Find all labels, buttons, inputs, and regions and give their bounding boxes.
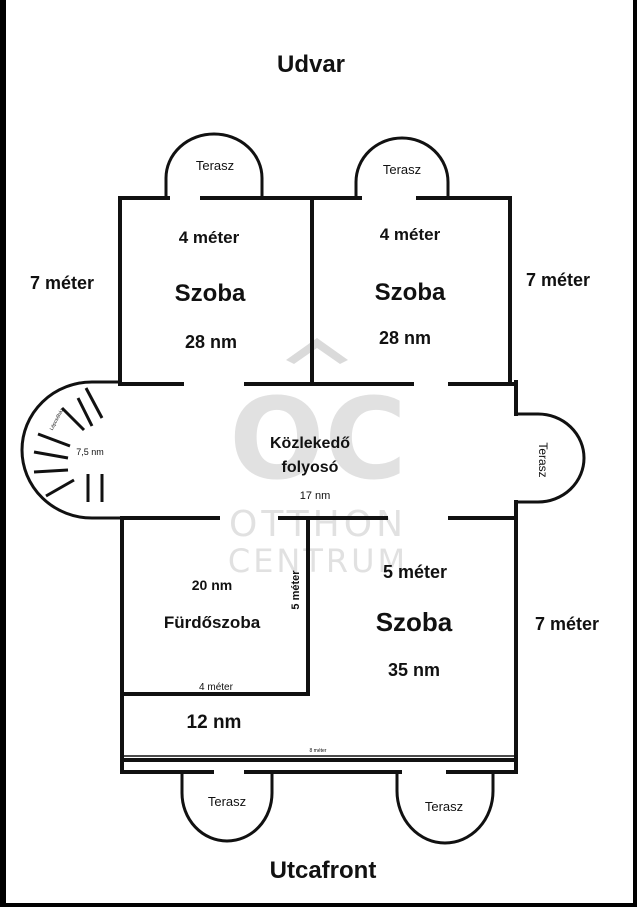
terrace-bottom-right [395,773,495,845]
orientation-bottom-label: Utcafront [270,857,377,884]
room-1-width: 4 méter [179,228,240,247]
terrace-right-label: Terasz [536,442,550,477]
terrace-bottom-left [180,773,274,843]
terrace-top-left [164,132,264,198]
room-3-area: 35 nm [388,660,440,680]
stair-area: 7,5 nm [76,447,104,457]
terraces [20,132,586,845]
terrace-top-left-label: Terasz [196,158,234,173]
room-1-area: 28 nm [185,332,237,352]
bottom-width: 8 méter [310,748,327,754]
watermark-logo-text: OC [229,375,406,505]
terrace-top-right-label: Terasz [383,162,421,177]
terrace-bottom-right-label: Terasz [425,799,463,814]
orientation-top-label: Udvar [277,51,345,78]
right-top-height-label: 7 méter [526,270,590,290]
bath-width: 4 méter [199,682,234,693]
terrace-top-right [354,136,450,198]
watermark-line-1: OTTHON [229,504,407,545]
bath-name: Fürdőszoba [164,613,261,632]
corridor-name-line-1: Közlekedő [270,435,350,452]
corridor-name-line-2: folyosó [282,459,339,476]
corridor-area: 17 nm [300,490,331,502]
terrace-right [516,412,586,504]
room-1-name: Szoba [175,280,246,307]
room-3-width: 5 méter [383,562,447,582]
strip-area: 12 nm [187,712,242,733]
right-bottom-height-label: 7 méter [535,614,599,634]
watermark-logo: OC OTTHON CENTRUM [228,338,408,580]
bath-height: 5 méter [290,570,302,610]
room-3-name: Szoba [376,607,453,637]
bath-area: 20 nm [192,577,232,593]
walls [118,196,518,774]
paper-background [6,0,633,903]
left-height-label: 7 méter [30,273,94,293]
watermark-line-2: CENTRUM [228,542,408,580]
terrace-bottom-left-label: Terasz [208,794,246,809]
stair-treads [33,387,104,502]
room-2-name: Szoba [375,279,446,306]
room-2-width: 4 méter [380,225,441,244]
stairwell-outline [20,380,120,520]
room-2-area: 28 nm [379,328,431,348]
